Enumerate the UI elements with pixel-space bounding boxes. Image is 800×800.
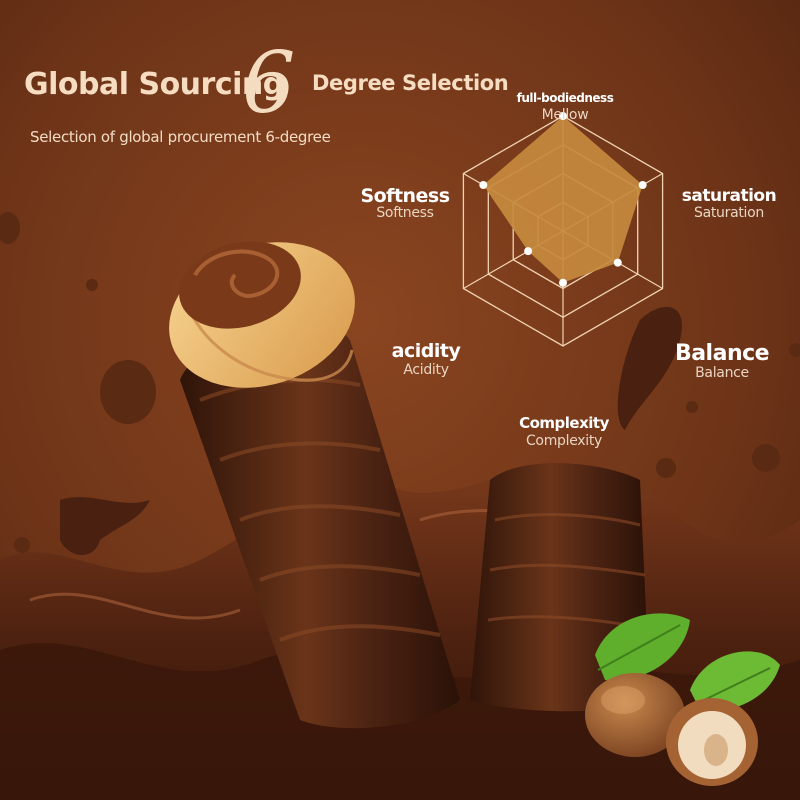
radar-axis-label-3: Complexity [519,414,609,432]
radar-axis-sublabel-0: Mellow [542,107,589,123]
radar-points [479,112,647,287]
title-left: Global Sourcing [24,67,284,102]
radar-point-5 [479,181,488,189]
hazelnuts [585,613,780,786]
title-right: Degree Selection [312,71,508,95]
radar-point-0 [559,112,567,120]
splash-tendril [60,497,150,555]
radar-axis-label-2: Balance [675,341,769,366]
radar-axis-sublabel-1: Saturation [694,205,764,221]
radar-axis-sublabel-4: Acidity [403,362,448,378]
radar-axis-label-4: acidity [392,340,462,362]
radar-axis-label-5: Softness [360,185,449,207]
radar-axis-label-1: saturation [682,186,776,206]
radar-axis-sublabel-2: Balance [695,365,749,381]
radar-point-3 [559,278,567,287]
radar-area [483,116,643,283]
hazelnut [585,673,685,757]
leaf [595,613,690,681]
hazelnut-cream-filling [179,241,301,329]
title-numeral: 6 [242,34,295,132]
splash-tendril-right [617,306,682,430]
chocolate-roll-main [169,241,460,729]
radar-point-2 [613,258,622,267]
subtitle: Selection of global procurement 6-degree [30,128,331,146]
radar-point-4 [524,247,533,256]
header: Global Sourcing 6 Degree Selection Selec… [24,34,509,146]
radar-point-1 [638,181,647,189]
radar-axis-sublabel-5: Softness [376,205,433,221]
radar-axis-sublabel-3: Complexity [526,433,602,449]
radar-axis-label-0: full-bodiedness [517,91,614,105]
